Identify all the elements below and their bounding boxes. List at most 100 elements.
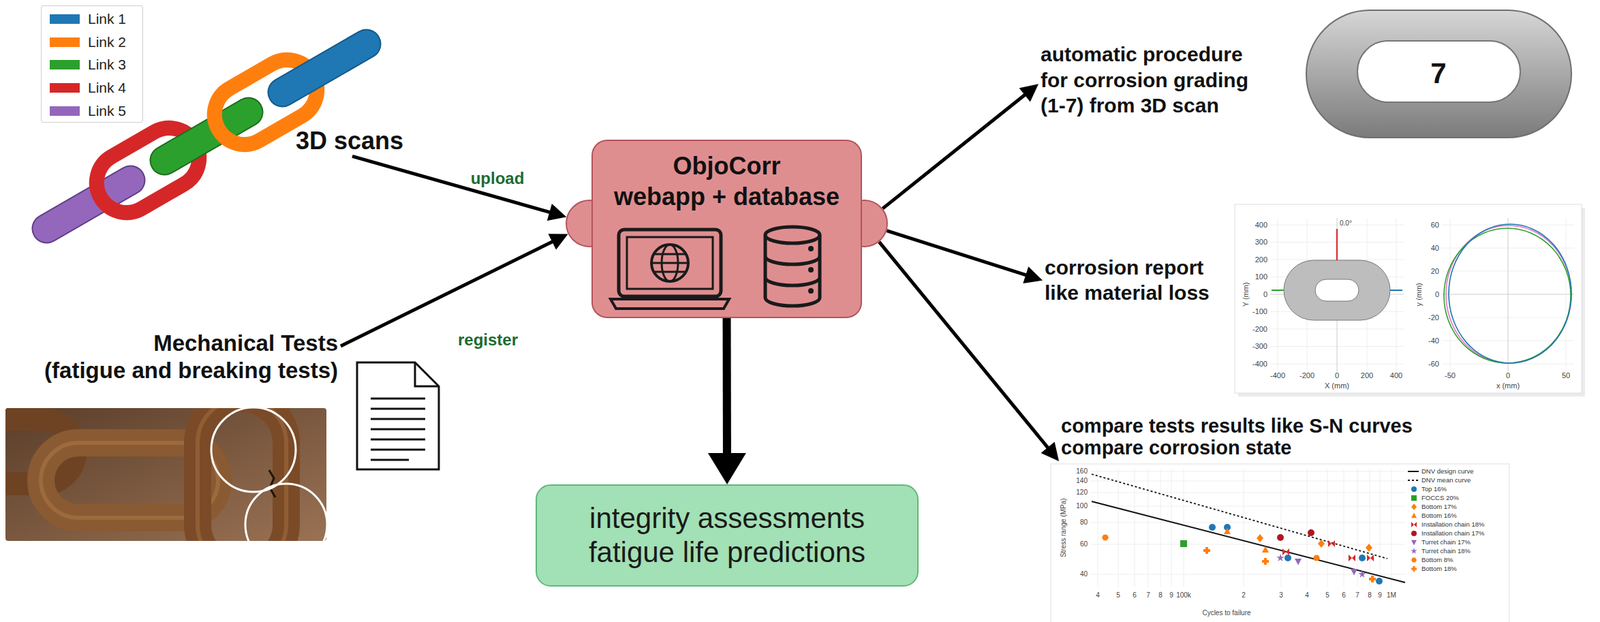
data-marker [1366, 554, 1374, 562]
grid-line [1090, 544, 1406, 546]
chart-text: 100 [1075, 502, 1088, 511]
chart-text: 3 [1279, 591, 1284, 600]
chart-text: 60 [1080, 540, 1088, 549]
data-marker [1410, 547, 1417, 555]
chart-text: 5 [1116, 591, 1121, 600]
chart-text: -20 [1428, 313, 1440, 323]
sn-chart [1050, 464, 1510, 622]
grid-line [1450, 218, 1451, 372]
legend-text: Link 3 [87, 56, 127, 73]
connector-line [352, 156, 552, 213]
grid-line [1183, 468, 1185, 588]
chart-text: 7 [1355, 591, 1360, 600]
chain-photo [5, 408, 327, 542]
document-icon [357, 362, 439, 470]
chart-text: 40 [1431, 243, 1440, 253]
app-box: ObjoCorrwebapp + database [591, 139, 863, 319]
data-marker [1284, 554, 1292, 562]
cross-section-panel [1283, 260, 1391, 321]
data-marker [1368, 575, 1376, 583]
grid-line [1369, 468, 1371, 588]
chain-3d-scan [27, 160, 150, 249]
edge-label: register [457, 330, 518, 350]
cross-section-panel [1336, 228, 1338, 261]
text-group: 3D scans [295, 126, 404, 155]
laptop-icon [610, 229, 730, 309]
chart-text: -100 [1252, 307, 1268, 317]
cross-section-panel [1234, 204, 1586, 397]
text-group: Mechanical Tests(fatigue and breaking te… [44, 329, 338, 384]
arrow-head [1019, 83, 1039, 102]
chart-text: -400 [1270, 371, 1286, 381]
grid-line [1379, 468, 1381, 588]
chart-text: 20 [1431, 267, 1440, 276]
chain-3d-scan [27, 160, 150, 249]
data-marker [1313, 555, 1320, 562]
chain-photo [269, 470, 276, 498]
grid-line [1160, 468, 1162, 588]
grid-line [1090, 574, 1406, 576]
app-icon-part [765, 235, 820, 306]
grid-line [1097, 468, 1099, 588]
grid-line [1090, 481, 1406, 482]
node-text: 3D scans [295, 126, 404, 155]
app-box-shape [592, 140, 862, 318]
cross-section-panel [1390, 289, 1403, 291]
grid-line [1148, 468, 1149, 588]
document-icon [357, 362, 439, 470]
chart-text: 80 [1080, 518, 1088, 527]
chart-text: 100k [1176, 591, 1192, 600]
chain-3d-scan [145, 92, 268, 180]
app-icon-part [610, 299, 730, 309]
arrow-head [548, 233, 569, 250]
grid-line [1565, 218, 1567, 372]
chart-text: 6 [1132, 591, 1137, 600]
grid-line [1391, 468, 1393, 588]
data-marker [1375, 577, 1383, 585]
grid-line [1118, 468, 1119, 588]
chart-text: -40 [1428, 336, 1440, 346]
result-box: integrity assessmentsfatigue life predic… [535, 484, 919, 587]
legend-swatch [49, 14, 80, 24]
text-group: compare tests results like S-N curves co… [1060, 414, 1443, 460]
connector [352, 156, 567, 221]
chart-text: 400 [1255, 220, 1268, 230]
data-marker [1223, 528, 1231, 535]
text-group: automatic procedure for corrosion gradin… [1040, 41, 1266, 119]
chart-text: 60 [1431, 220, 1440, 230]
connector [879, 241, 1059, 462]
input-label: Mechanical Tests(fatigue and breaking te… [42, 328, 340, 386]
arrow-head [1041, 442, 1060, 462]
data-marker [1203, 547, 1211, 555]
node-text: automatic procedure for corrosion gradin… [1040, 41, 1266, 119]
connector [882, 83, 1039, 209]
chart-text: 140 [1075, 477, 1088, 486]
chart-text: 0.0° [1339, 219, 1352, 228]
data-marker [1411, 530, 1417, 537]
output-label: corrosion report like material loss [1042, 253, 1231, 308]
legend-text: Link 5 [87, 102, 127, 120]
text-group: integrity assessmentsfatigue life predic… [588, 501, 866, 571]
app-icon-part [765, 226, 820, 244]
grid-line [1343, 468, 1345, 588]
chart-text: 50 [1561, 371, 1571, 381]
chart-text: 6 [1341, 591, 1346, 600]
chart-text: -50 [1444, 371, 1456, 381]
node-text: webapp + database [591, 181, 863, 212]
chart-text: -400 [1252, 359, 1268, 369]
chart-text: Stress range (MPa) [1058, 498, 1068, 559]
output-label: compare tests results like S-N curves co… [1058, 412, 1445, 462]
chart-text: 400 [1390, 371, 1403, 381]
grid-line [1171, 468, 1173, 588]
chart-text: 0 [1435, 290, 1440, 300]
app-icon-part [618, 229, 721, 297]
data-marker [1411, 503, 1417, 511]
chart-text: 4 [1095, 591, 1100, 600]
node-text: fatigue life predictions [588, 535, 866, 570]
legend-text: Turret chain 18% [1421, 547, 1471, 556]
node-text: (fatigue and breaking tests) [44, 357, 338, 385]
chart-text: 5 [1325, 591, 1330, 600]
chain-photo [197, 408, 287, 542]
connector [886, 231, 1043, 284]
chart-text: 0 [1263, 290, 1268, 300]
